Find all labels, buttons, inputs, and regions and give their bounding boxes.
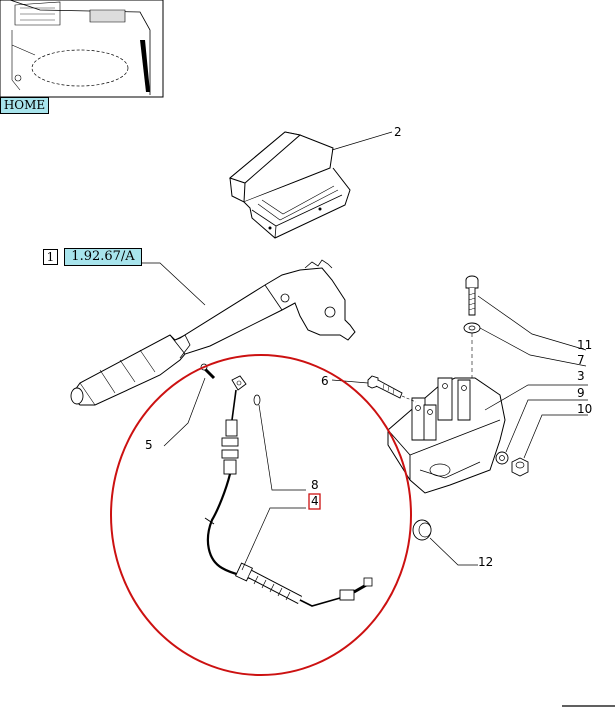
highlight-circle xyxy=(110,354,412,676)
part-6-bolt xyxy=(331,375,417,403)
callout-2[interactable]: 2 xyxy=(394,125,402,139)
home-button[interactable]: HOME xyxy=(0,97,49,114)
callout-5[interactable]: 5 xyxy=(145,438,153,452)
callout-9[interactable]: 9 xyxy=(577,386,585,400)
callout-4[interactable]: 4 xyxy=(311,494,319,508)
part-8-pin xyxy=(253,394,306,491)
part-4-cable xyxy=(200,363,373,607)
part-3-bracket xyxy=(387,377,588,494)
part-10-nut xyxy=(511,414,588,477)
callout-12[interactable]: 12 xyxy=(478,555,493,569)
handbrake-lever xyxy=(70,259,356,406)
part-12-bushing xyxy=(412,519,478,566)
callout-8[interactable]: 8 xyxy=(311,478,319,492)
part-7-washer xyxy=(463,322,587,378)
thumbnail-preview[interactable] xyxy=(0,0,164,98)
part-11-bolt xyxy=(465,275,587,351)
part-9-washer xyxy=(495,399,588,465)
callout-10[interactable]: 10 xyxy=(577,402,592,416)
leader-5 xyxy=(163,377,206,447)
highlight-box-4[interactable] xyxy=(308,493,321,510)
reference-index: 1 xyxy=(43,249,58,265)
callout-11[interactable]: 11 xyxy=(577,338,592,352)
callout-7[interactable]: 7 xyxy=(577,353,585,367)
callout-6[interactable]: 6 xyxy=(321,374,329,388)
part-2-lever-cover xyxy=(228,131,393,239)
callout-3[interactable]: 3 xyxy=(577,369,585,383)
reference-link-button[interactable]: 1.92.67/A xyxy=(64,248,142,266)
